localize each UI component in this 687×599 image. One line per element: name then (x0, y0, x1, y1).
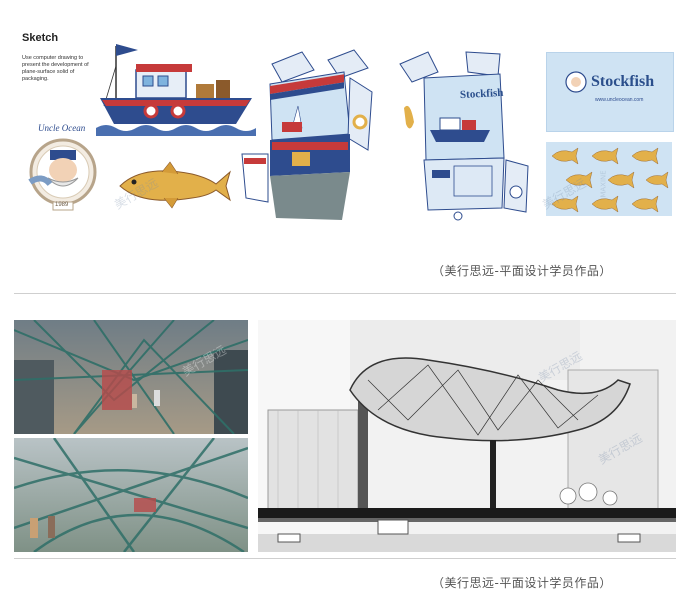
packaging-net-2 (399, 51, 529, 221)
sketch-description: Use computer drawing to present the deve… (22, 55, 89, 82)
caption-bottom: （美行思远-平面设计学员作品） (432, 576, 612, 590)
bottom-panel: 美行思远 美行思远 美行思远 （美行思远-平面设计学员作品） (0, 300, 687, 599)
label-url: www.uncleocean.com (595, 97, 644, 103)
fish-pattern-card (546, 142, 672, 216)
uncle-ocean-mini-logo (565, 71, 587, 93)
cod-fish-illustration (119, 161, 231, 209)
sketch-title: Sketch (22, 32, 59, 44)
packaging-net-1 (241, 49, 373, 220)
logo-arc-text: Uncle Ocean (38, 123, 86, 133)
fishing-boat-illustration (96, 44, 256, 136)
stockfish-label-card: Stockfish www.uncleocean.com (546, 52, 674, 132)
interior-render-2 (14, 438, 248, 552)
divider (14, 558, 676, 559)
uncle-ocean-logo (28, 138, 97, 211)
logo-year: 1989 (55, 202, 69, 208)
top-panel: Sketch Use computer drawing to present t… (0, 0, 687, 285)
architectural-section-drawing (258, 320, 676, 552)
watermark-en: MAXINE (599, 170, 608, 198)
box-brand-text: Stockfish (459, 86, 504, 102)
divider (14, 293, 676, 294)
label-brand: Stockfish (591, 73, 655, 90)
interior-render-1 (14, 320, 248, 434)
caption-top: （美行思远-平面设计学员作品） (432, 264, 612, 278)
